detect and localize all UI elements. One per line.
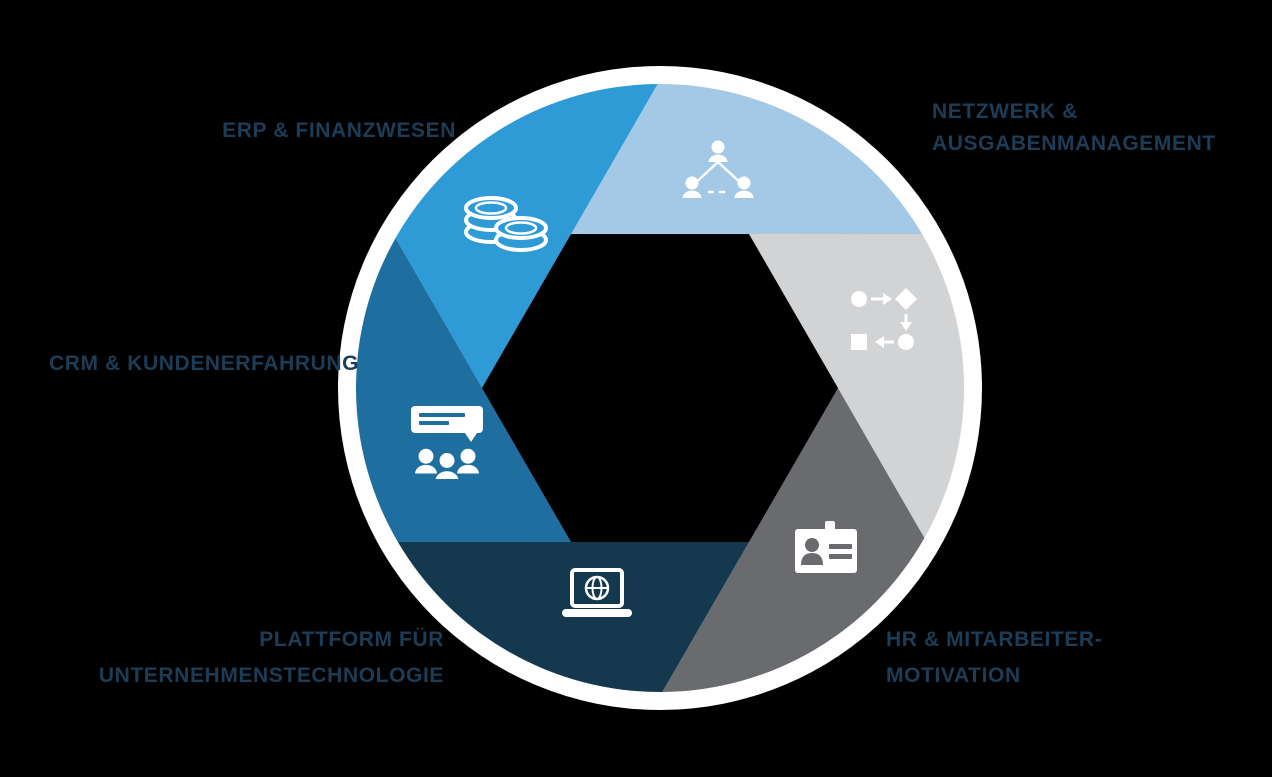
id-badge-icon [795, 521, 857, 573]
label-plattform-unternehmenstechnologie: PLATTFORM FÜR UNTERNEHMENSTECHNOLOGIE [98, 628, 444, 687]
crm-people-icon [411, 406, 483, 481]
label-crm-kundenerfahrung: CRM & KUNDENERFAHRUNG [49, 352, 360, 375]
label-erp-finanzwesen: ERP & FINANZWESEN [222, 119, 456, 142]
network-people-icon [682, 140, 754, 198]
center-hexagon [482, 234, 838, 542]
workflow-icon [851, 288, 917, 350]
laptop-globe-icon [562, 568, 632, 617]
label-netzwerk-ausgabenmanagement: NETZWERK & AUSGABENMANAGEMENT [932, 100, 1216, 155]
label-hr-mitarbeitermotivation: HR & MITARBEITER- MOTIVATION [886, 628, 1103, 687]
coins-icon [464, 196, 548, 252]
